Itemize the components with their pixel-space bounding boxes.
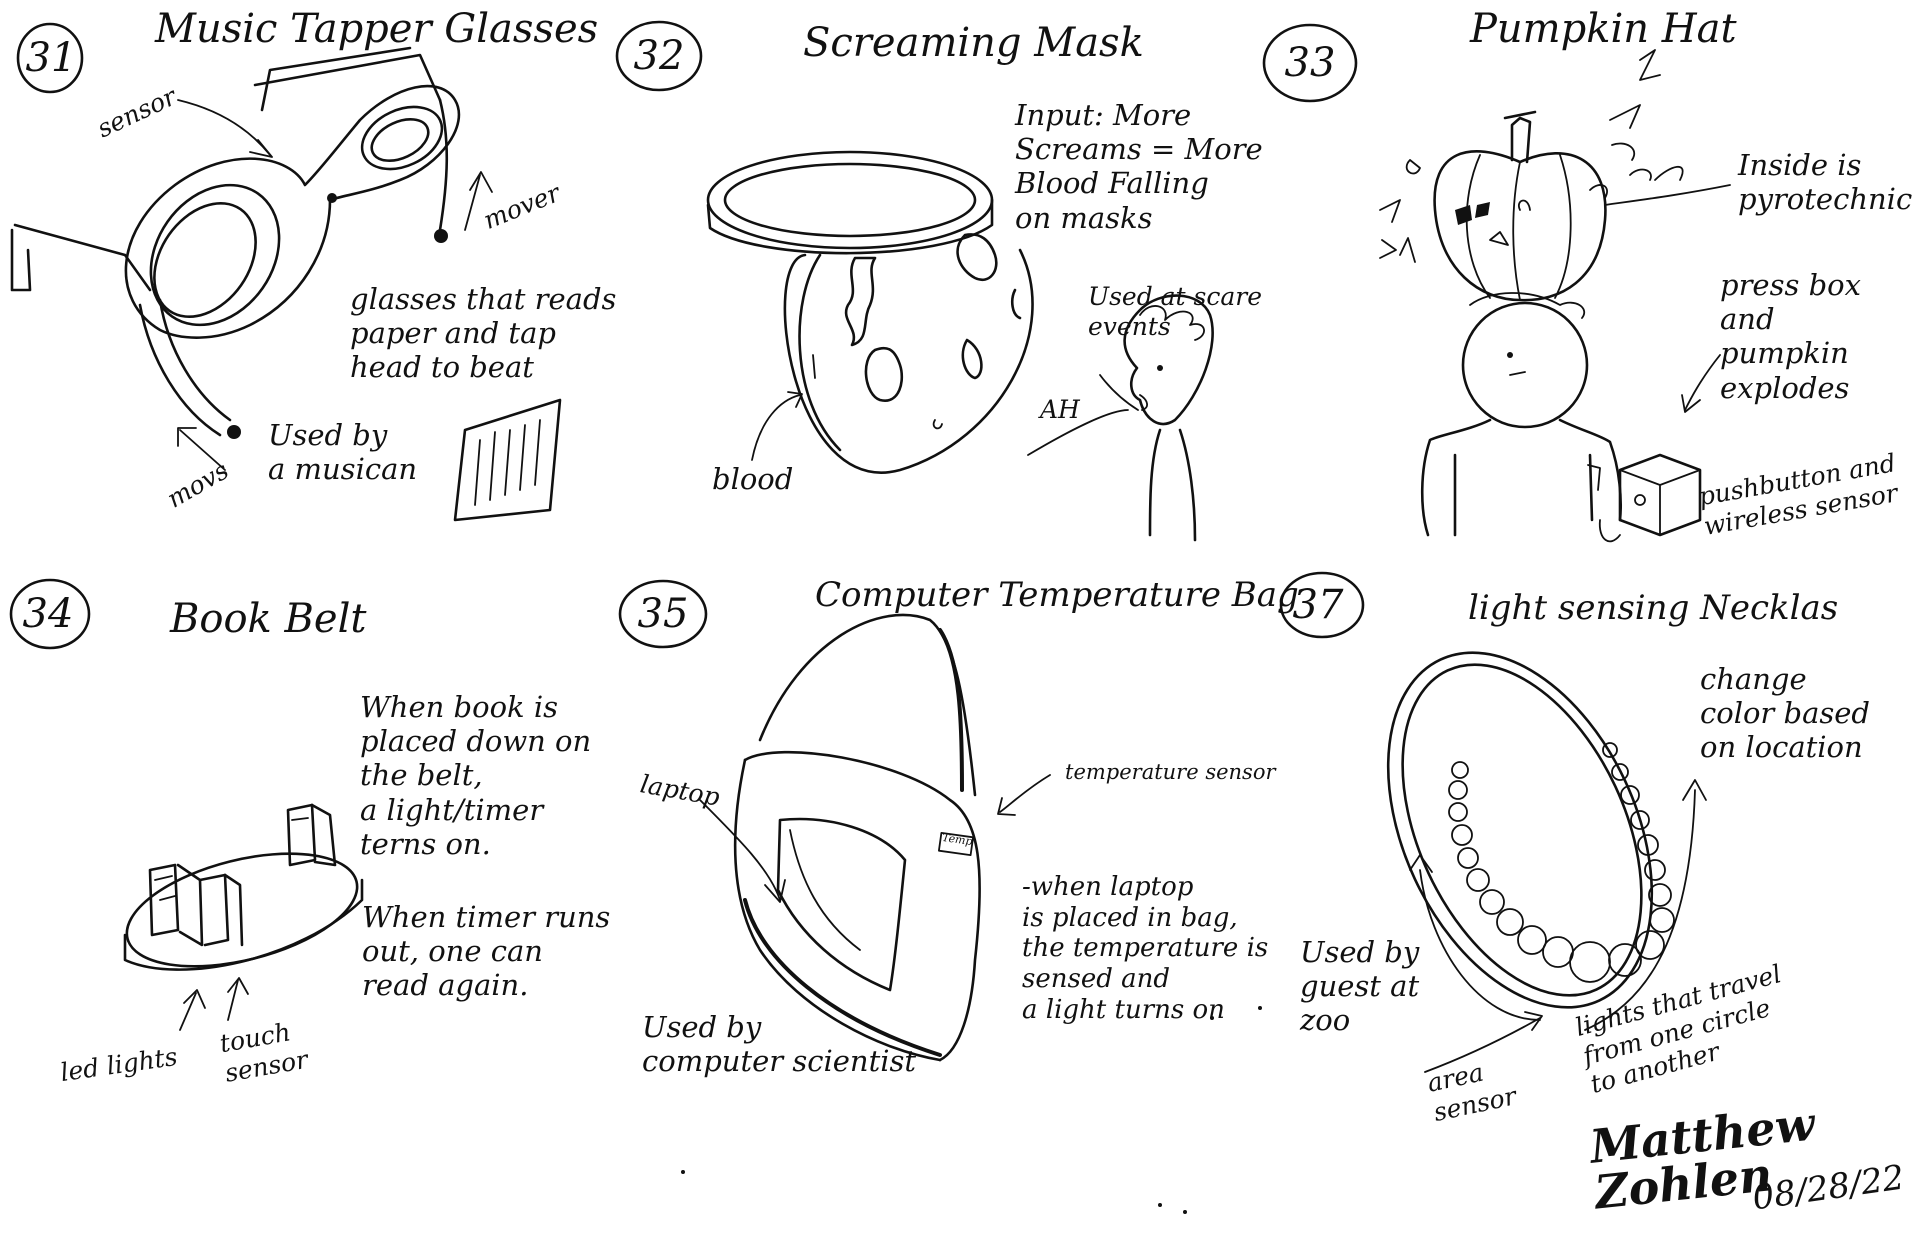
sketch-35-title: Computer Temperature Bag — [815, 575, 1299, 615]
pumpkin-hat-drawing — [1379, 49, 1731, 543]
belt-placement-note: When book is placed down on the belt, a … — [360, 690, 592, 861]
sketch-34-number: 34 — [22, 591, 74, 637]
belt-timer-note: When timer runs out, one can read again. — [362, 900, 611, 1003]
necklace-user: Used by guest at zoo — [1300, 935, 1420, 1038]
necklace-drawing — [1386, 651, 1707, 1073]
bag-sensor-label: temperature sensor — [1065, 760, 1276, 784]
scream-label: AH — [1040, 395, 1080, 424]
glasses-user: Used by a musican — [268, 418, 418, 487]
bag-behavior-note: -when laptop is placed in bag, the tempe… — [1022, 872, 1269, 1025]
sketch-33-number: 33 — [1284, 40, 1336, 86]
mask-usage-note: Used at scare events — [1088, 282, 1263, 341]
bag-user: Used by computer scientist — [642, 1010, 917, 1079]
sketch-31-number: 31 — [25, 35, 77, 81]
glasses-description: glasses that reads paper and tap head to… — [350, 282, 617, 385]
necklace-color-note: change color based on location — [1700, 662, 1870, 765]
pumpkin-press-note: press box and pumpkin explodes — [1720, 268, 1861, 405]
bag-drawing — [699, 613, 1051, 1062]
sketch-32-title: Screaming Mask — [803, 20, 1144, 66]
book-belt-drawing — [123, 803, 364, 1031]
pumpkin-inside-note: Inside is pyrotechnic — [1738, 148, 1913, 217]
sketch-37-title: light sensing Necklas — [1468, 588, 1839, 628]
sketch-35-number: 35 — [637, 591, 689, 637]
blood-label: blood — [712, 462, 794, 496]
sketch-33-title: Pumpkin Hat — [1470, 6, 1737, 52]
sketch-32-number: 32 — [633, 33, 685, 79]
mask-drawing — [706, 150, 1214, 542]
sketch-37-number: 37 — [1292, 582, 1344, 628]
sketch-34-title: Book Belt — [170, 596, 367, 642]
glasses-drawing — [10, 46, 562, 522]
mask-input-note: Input: More Screams = More Blood Falling… — [1015, 98, 1263, 235]
sketch-31-title: Music Tapper Glasses — [155, 6, 599, 52]
number-circles — [9, 20, 1365, 650]
